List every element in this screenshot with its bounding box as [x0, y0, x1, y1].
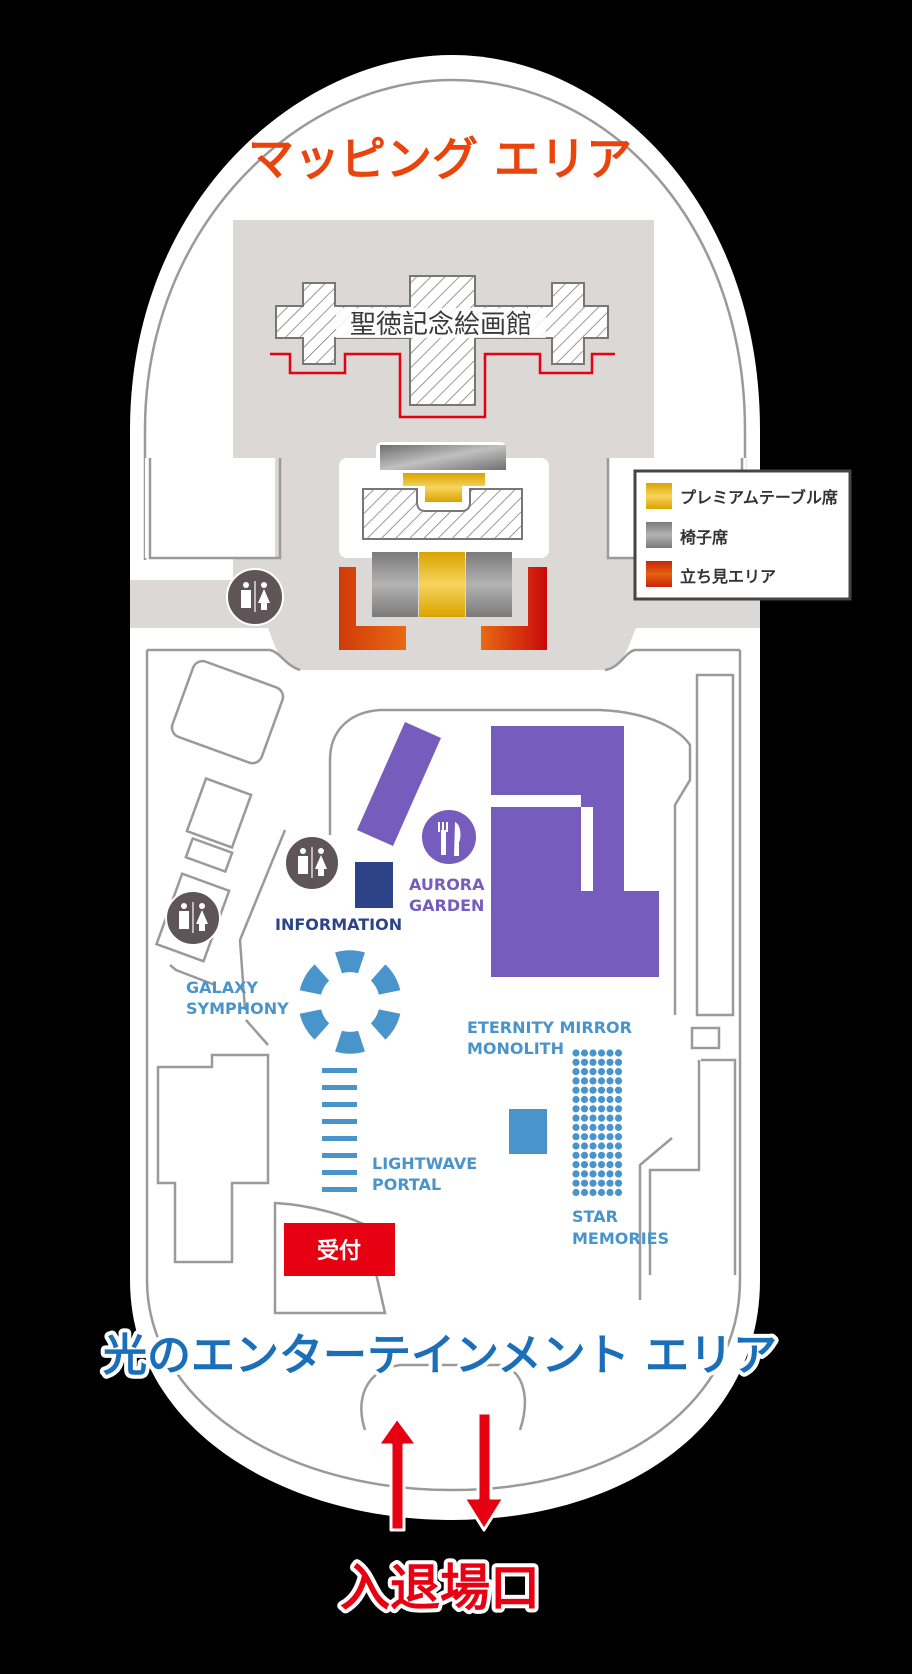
eternity-mirror-monolith[interactable] [509, 1109, 547, 1154]
aurora-gap [491, 795, 581, 807]
arrow-up-icon [376, 1416, 419, 1532]
legend-label-standing: 立ち見エリア [680, 567, 776, 586]
star-memories[interactable] [572, 1049, 623, 1197]
premium-table-seats [419, 552, 465, 617]
aurora-block-lower [491, 807, 659, 977]
legend-swatch-chair [646, 522, 672, 548]
star-memories-label: MEMORIES [572, 1229, 669, 1248]
star-memories-label: STAR [572, 1207, 618, 1226]
fork-knife-icon[interactable] [422, 810, 476, 864]
restroom-icon[interactable] [284, 835, 340, 891]
arrow-down-icon [462, 1411, 506, 1532]
aurora-garden-label: AURORA [409, 875, 485, 894]
eternity-mirror-label: MONOLITH [467, 1039, 564, 1058]
entertainment-area-title: 光のエンターテインメント エリア [103, 1330, 777, 1381]
chair-seats-left [372, 552, 418, 617]
standing-area-right [481, 567, 547, 650]
legend-swatch-premium [646, 483, 672, 509]
legend-label-premium: プレミアムテーブル席 [680, 488, 838, 507]
information-booth[interactable] [355, 862, 393, 908]
memorial-gallery-building: 聖徳記念絵画館 [275, 275, 609, 406]
aurora-garden-label: GARDEN [409, 896, 484, 915]
boundary-line [270, 352, 615, 419]
galaxy-symphony[interactable] [298, 950, 402, 1054]
entrance-exit-label[interactable]: 入退場口 [336, 1555, 544, 1621]
mapping-area-title: マッピング エリア [248, 132, 632, 186]
galaxy-symphony-label: SYMPHONY [186, 999, 289, 1018]
lightwave-portal-label: LIGHTWAVE [372, 1154, 477, 1173]
restroom-icon[interactable] [165, 890, 221, 946]
restroom-icon[interactable] [226, 568, 284, 626]
chair-seats-right [466, 552, 512, 617]
lightwave-portal-label: PORTAL [372, 1175, 441, 1194]
aurora-block-upper [491, 726, 624, 891]
reception-label: 受付 [317, 1238, 361, 1264]
legend: プレミアムテーブル席 椅子席 立ち見エリア [633, 469, 852, 601]
information-label: INFORMATION [275, 915, 402, 934]
galaxy-symphony-label: GALAXY [186, 978, 258, 997]
legend-swatch-standing [646, 561, 672, 587]
aurora-bar [357, 722, 441, 846]
lightwave-portal[interactable] [322, 1068, 357, 1192]
eternity-mirror-label: ETERNITY MIRROR [467, 1018, 632, 1037]
legend-label-chair: 椅子席 [680, 528, 728, 547]
standing-area-left [339, 567, 406, 650]
building-name-label: 聖徳記念絵画館 [350, 310, 532, 340]
seating-area [339, 442, 549, 650]
chair-seat-row-top [380, 445, 506, 470]
reception-desk[interactable]: 受付 [284, 1223, 395, 1276]
premium-table-top [403, 473, 485, 502]
